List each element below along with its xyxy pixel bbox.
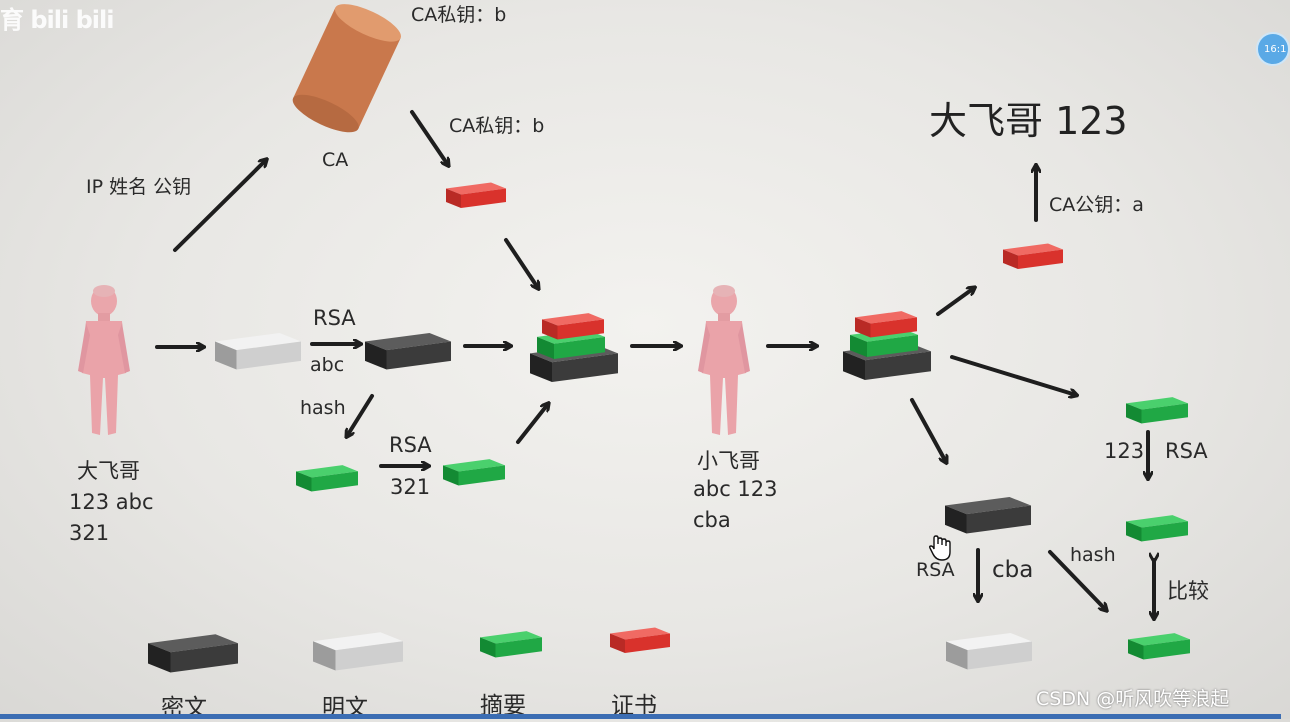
- receiver-line1: abc 123: [693, 477, 778, 501]
- sender-line2: 321: [69, 521, 110, 545]
- abc-label: abc: [310, 354, 345, 376]
- arrow-hash-down: [347, 394, 374, 436]
- digest-block-left: [296, 465, 358, 492]
- ca-label: CA: [322, 149, 349, 171]
- arrow-to-digest-right: [950, 355, 1076, 395]
- legend-cipher-block: [148, 634, 238, 673]
- bottom-progress-bar: [0, 714, 1281, 719]
- ca-public-key-label: CA公钥：a: [1049, 194, 1144, 216]
- clock-badge: 16:1: [1256, 32, 1290, 66]
- receiver-name: 小飞哥: [697, 449, 760, 473]
- rsa-label-bottom: RSA: [389, 433, 432, 457]
- receiver-person-icon: [698, 285, 750, 435]
- cipher-block-right: [945, 496, 1031, 534]
- bilibili-logo: 育 bili bili: [0, 6, 114, 34]
- ca-private-key-top: CA私钥：b: [411, 4, 507, 26]
- cert-block-check: [1003, 243, 1063, 269]
- plain-block: [215, 332, 301, 370]
- cert-block-top: [446, 182, 506, 208]
- rsa-label-left-bottom: RSA: [916, 559, 955, 581]
- hand-cursor-icon: [928, 535, 951, 561]
- sender-person-icon: [78, 285, 130, 435]
- arrow-to-cert-check: [936, 288, 974, 316]
- received-bundle-stack: [843, 311, 931, 380]
- arrow-to-cipher-right: [910, 398, 946, 462]
- receiver-line2: cba: [693, 508, 731, 532]
- rsa-label-right: RSA: [1165, 439, 1208, 463]
- compare-label: 比较: [1167, 579, 1209, 603]
- digest-block-123: [1126, 515, 1188, 542]
- csdn-watermark: CSDN @听风吹等浪起: [1036, 688, 1230, 710]
- legend-cert-block: [610, 627, 670, 653]
- digest-block-decrypted: [1126, 397, 1188, 424]
- sender-name: 大飞哥: [77, 459, 140, 483]
- legend-digest-block: [480, 631, 542, 658]
- cipher-block: [365, 332, 451, 370]
- digest-block-signed: [443, 459, 505, 486]
- rsa-label-top: RSA: [313, 306, 356, 330]
- digest-321-label: 321: [390, 475, 431, 499]
- arrow-cert-to-bundle: [504, 238, 538, 288]
- ca-cylinder-icon: [292, 4, 401, 133]
- arrow-to-ca: [173, 160, 266, 252]
- arrow-ca-to-cert: [410, 110, 448, 165]
- legend-plain-block: [313, 632, 403, 671]
- arrow-digest-to-bundle: [516, 404, 548, 444]
- hash-label-left: hash: [300, 397, 346, 419]
- cert-request-label: IP 姓名 公钥: [86, 176, 192, 198]
- sender-line1: 123 abc: [69, 490, 154, 514]
- digest-value-label: 123: [1104, 439, 1145, 463]
- ca-private-key-label: CA私钥：b: [449, 115, 545, 137]
- plain-block-right: [946, 632, 1032, 670]
- verify-title: 大飞哥 123: [929, 99, 1128, 143]
- digest-block-hashed: [1128, 633, 1190, 660]
- arrow-hash-right: [1048, 550, 1106, 610]
- cba-label: cba: [992, 557, 1034, 583]
- hash-label-right: hash: [1070, 544, 1116, 566]
- bundle-stack: [530, 313, 618, 382]
